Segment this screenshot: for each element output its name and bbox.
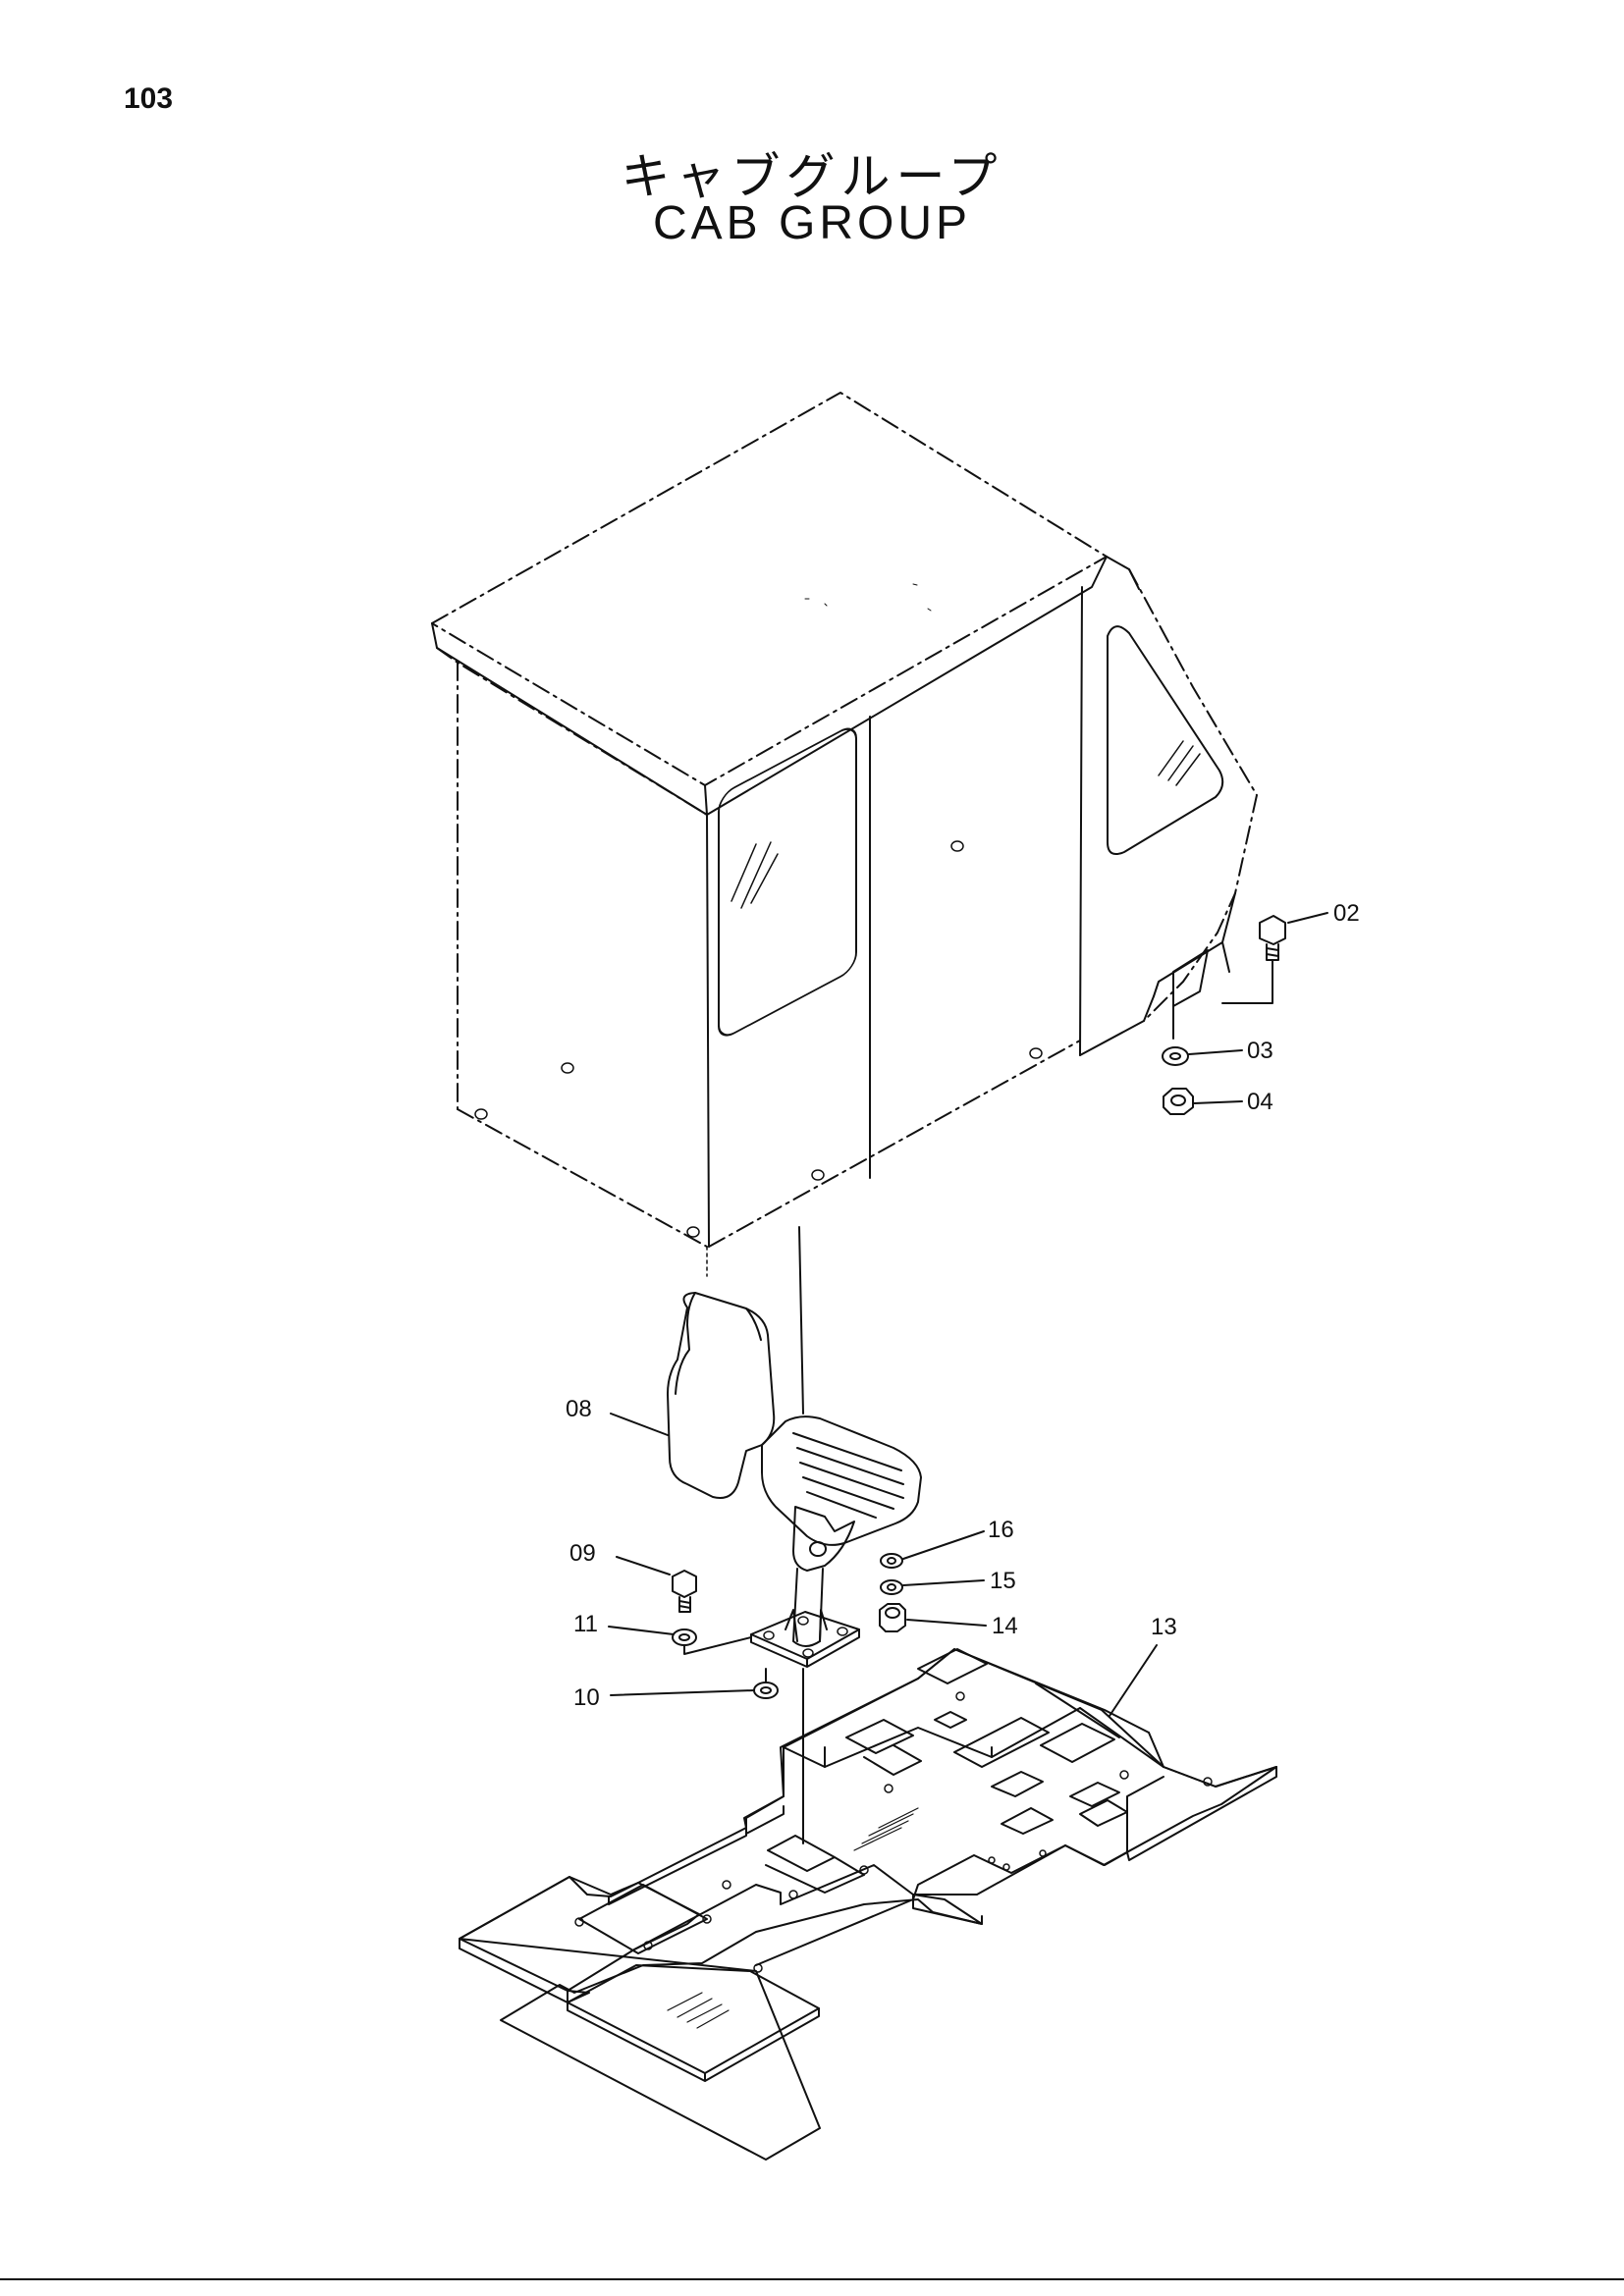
callout-15: 15 [990,1568,1016,1594]
callout-09: 09 [569,1540,596,1567]
cab-front-corner [706,814,710,1248]
washer-15 [880,1579,903,1595]
operator-seat [667,1292,922,1668]
cab-mount-hardware [1162,912,1328,1115]
floor-cutout [578,1884,708,1954]
callout-14: 14 [992,1613,1018,1639]
callout-11: 11 [573,1611,598,1637]
callout-16: 16 [988,1517,1014,1543]
callout-10: 10 [573,1684,600,1711]
cab-front-window [718,727,857,1037]
washer-03 [1162,1046,1189,1066]
callout-04: 04 [1247,1089,1273,1115]
callout-03: 03 [1247,1038,1273,1064]
washer-16 [880,1553,903,1569]
callout-02: 02 [1333,900,1360,927]
callout-13: 13 [1151,1614,1177,1640]
bolt-02 [1259,915,1286,961]
seat-pedestal [792,1568,824,1647]
washer-11 [672,1629,697,1646]
nut-14 [879,1603,906,1632]
cab-right-window [1107,625,1224,855]
seat-backrest [667,1292,776,1499]
cab-assembly [431,392,1258,1248]
floor-plate [459,1644,1277,2161]
seat-hardware [608,1413,987,1844]
page-number: 103 [124,82,174,115]
cab-front-bottom [708,1040,1081,1248]
title-english: CAB GROUP [652,197,972,249]
callout-08: 08 [566,1396,592,1422]
cab-right-face [1128,568,1258,1022]
seat-bracket [792,1506,855,1572]
title-japanese: キャブグループ [621,148,1003,205]
cab-left-bottom [457,1108,708,1248]
bolt-09 [672,1570,697,1613]
washer-10 [753,1682,779,1699]
seat-cushion [761,1415,922,1546]
nut-04 [1163,1088,1194,1115]
cab-roof [431,392,1108,786]
callout-labels: 02 03 04 08 09 10 11 13 14 15 16 [566,900,1360,1711]
